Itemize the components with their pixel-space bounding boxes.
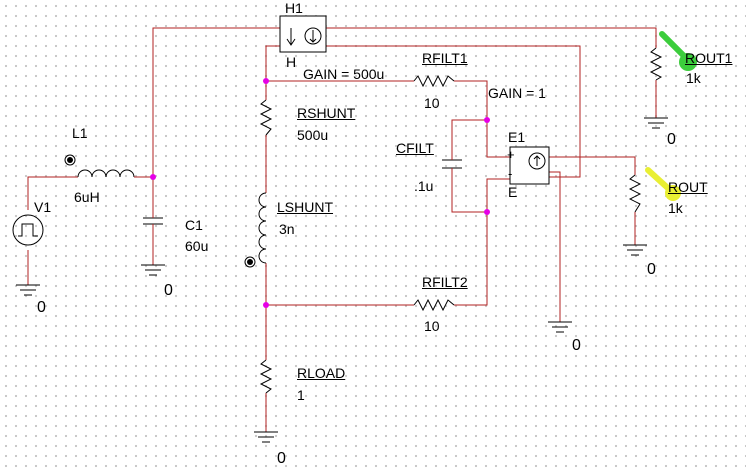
ground-symbol[interactable] xyxy=(254,431,278,443)
rfilt2-ref-label[interactable]: RFILT2 xyxy=(422,274,468,290)
lshunt-dot-marker xyxy=(247,259,253,265)
e1-plus-label: + xyxy=(507,147,515,162)
l1-value-label[interactable]: 6uH xyxy=(74,189,100,205)
cfilt-value-label[interactable]: .1u xyxy=(414,178,434,194)
ground-label: 0 xyxy=(277,450,286,467)
ground-symbol[interactable] xyxy=(141,264,165,276)
wire[interactable] xyxy=(549,171,561,322)
e1-source-symbol[interactable] xyxy=(509,146,550,185)
ground-label: 0 xyxy=(164,282,173,299)
wire[interactable] xyxy=(136,176,154,205)
rout-ref-label[interactable]: ROUT xyxy=(668,179,708,195)
rout1-resistor-symbol[interactable] xyxy=(649,47,663,81)
c1-value-label[interactable]: 60u xyxy=(185,238,209,254)
wire[interactable] xyxy=(265,45,280,100)
cfilt-ref-label[interactable]: CFILT xyxy=(396,140,434,156)
ground-label: 0 xyxy=(37,299,46,316)
rload-resistor-symbol[interactable] xyxy=(259,359,273,394)
h1-gain-label[interactable]: GAIN = 500u xyxy=(303,66,385,82)
v1-source-symbol[interactable] xyxy=(12,214,44,246)
l1-inductor-symbol[interactable] xyxy=(64,154,136,178)
h1-ref-label[interactable]: H1 xyxy=(285,0,303,16)
ground-symbol[interactable] xyxy=(644,117,668,129)
wire[interactable] xyxy=(152,27,280,177)
junction-dot xyxy=(263,302,269,308)
junction-dot xyxy=(484,117,490,123)
lshunt-inductor-symbol[interactable] xyxy=(244,192,267,268)
e1-ref-label[interactable]: E1 xyxy=(508,129,526,145)
ground-label: 0 xyxy=(667,131,676,148)
junction-dot xyxy=(150,174,156,180)
c1-capacitor-symbol[interactable] xyxy=(143,205,163,230)
ground-label: 0 xyxy=(572,337,581,354)
l1-dot-marker xyxy=(67,157,73,163)
e1-pin-label: E xyxy=(508,184,518,200)
c1-ref-label[interactable]: C1 xyxy=(185,217,203,233)
wire[interactable] xyxy=(549,156,636,175)
rout-resistor-symbol[interactable] xyxy=(628,174,642,213)
ground-symbol[interactable] xyxy=(623,244,647,256)
lshunt-value-label[interactable]: 3n xyxy=(279,221,295,237)
rout1-ref-label[interactable]: ROUT1 xyxy=(685,50,733,66)
voltage-marker-rout1[interactable] xyxy=(659,31,697,71)
rload-value-label[interactable]: 1 xyxy=(297,387,305,403)
wire[interactable] xyxy=(326,45,581,178)
lshunt-ref-label[interactable]: LSHUNT xyxy=(277,199,334,215)
rfilt1-resistor-symbol[interactable] xyxy=(413,74,455,88)
junction-dot xyxy=(484,209,490,215)
rshunt-ref-label[interactable]: RSHUNT xyxy=(297,105,356,121)
ground-symbol[interactable] xyxy=(16,284,40,296)
e1-minus-label: - xyxy=(508,166,513,181)
rfilt2-value-label[interactable]: 10 xyxy=(424,318,440,334)
junctions xyxy=(150,78,490,308)
wire[interactable] xyxy=(454,178,510,306)
rshunt-resistor-symbol[interactable] xyxy=(259,99,273,136)
wire[interactable] xyxy=(451,119,487,155)
v1-ref-label[interactable]: V1 xyxy=(34,199,52,215)
cfilt-capacitor-symbol[interactable] xyxy=(442,155,462,174)
wire[interactable] xyxy=(451,174,487,213)
voltage-marker-rout[interactable] xyxy=(645,167,681,201)
wire[interactable] xyxy=(27,176,66,210)
l1-ref-label[interactable]: L1 xyxy=(72,125,88,141)
h1-source-symbol[interactable] xyxy=(279,15,327,53)
h1-pin-label: H xyxy=(286,54,297,70)
junction-dot xyxy=(263,78,269,84)
wires xyxy=(27,27,657,432)
ground-label: 0 xyxy=(647,261,656,278)
e1-gain-label[interactable]: GAIN = 1 xyxy=(488,85,546,101)
rload-ref-label[interactable]: RLOAD xyxy=(297,365,346,381)
wire[interactable] xyxy=(326,27,657,48)
rfilt1-ref-label[interactable]: RFILT1 xyxy=(422,50,468,66)
ground-symbol[interactable] xyxy=(548,321,572,333)
rout-value-label[interactable]: 1k xyxy=(668,200,683,216)
rout1-value-label[interactable]: 1k xyxy=(686,70,701,86)
rfilt1-value-label[interactable]: 10 xyxy=(424,95,440,111)
rshunt-value-label[interactable]: 500u xyxy=(297,127,329,143)
rfilt2-resistor-symbol[interactable] xyxy=(413,298,455,312)
